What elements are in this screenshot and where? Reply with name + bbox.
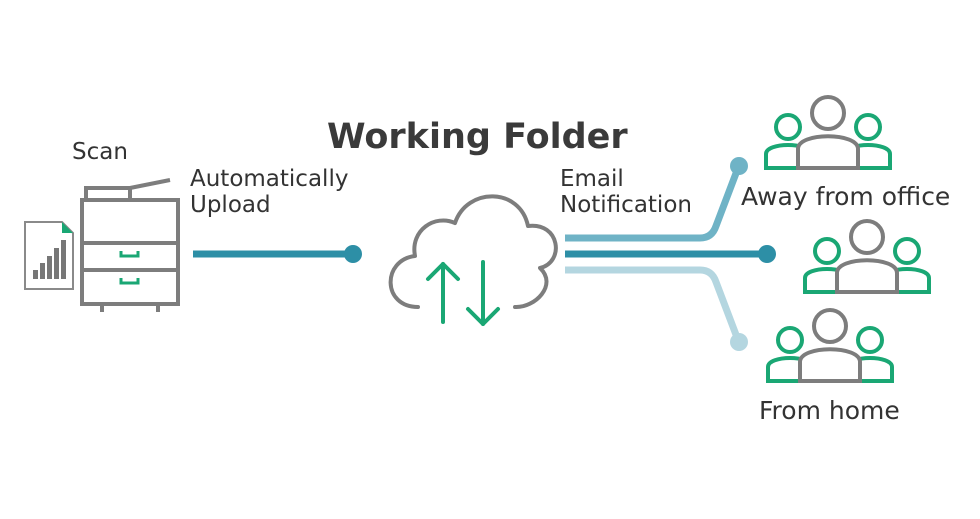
endpoint-home [730,333,748,351]
email-notification-label: Email Notification [560,166,692,218]
document-chart-icon [24,221,74,290]
notification-line-away [565,166,742,242]
user-group-icon [805,221,929,292]
user-group-icon [766,97,890,168]
diagram-title: Working Folder [327,117,628,157]
from-home-label: From home [759,396,900,425]
upload-connector [193,245,362,263]
cloud-sync-icon [388,194,558,326]
away-from-office-label: Away from office [741,182,951,211]
notification-line-home [565,266,742,342]
endpoint-away [730,157,748,175]
user-group-icon [768,310,892,381]
notification-lines [565,166,760,342]
multifunction-printer-icon [80,178,180,312]
endpoint-center [758,245,776,263]
automatically-upload-label: Automatically Upload [190,166,349,218]
scan-label: Scan [72,139,128,165]
